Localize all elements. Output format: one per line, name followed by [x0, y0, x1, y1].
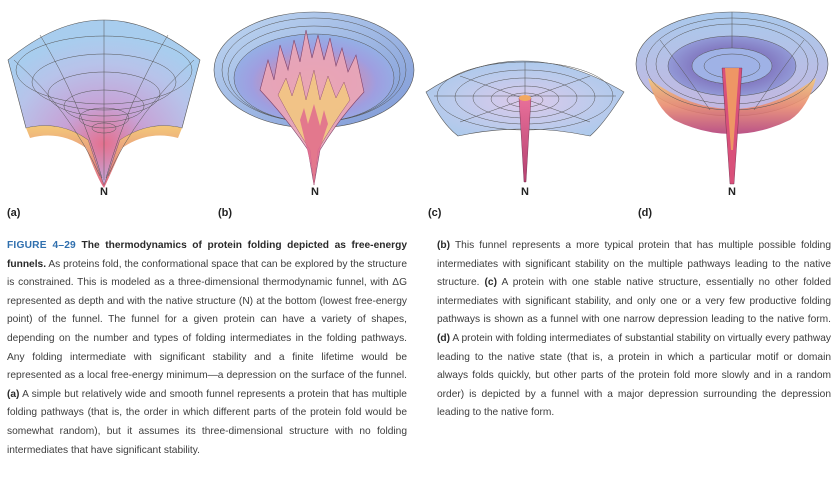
panel-letter-b: (b) [218, 207, 233, 219]
caption-text-c: A protein with one stable native structu… [437, 277, 831, 326]
caption-label-d: (d) [437, 332, 451, 344]
funnel-c-graphic [425, 60, 625, 183]
caption-text-d: A protein with folding intermediates of … [437, 332, 831, 419]
panel-letter-a: (a) [7, 207, 21, 219]
figure-funnels: N (a) [0, 0, 833, 222]
panel-b: N (b) [208, 0, 420, 222]
native-state-label-d: N [728, 186, 736, 198]
panel-c: N (c) [420, 0, 630, 222]
caption-column-left: FIGURE 4–29 The thermodynamics of protei… [7, 237, 407, 460]
native-state-label-c: N [521, 186, 529, 198]
caption-intro: As proteins fold, the conformational spa… [7, 258, 407, 382]
native-state-label-a: N [100, 186, 108, 198]
funnel-a-graphic [7, 19, 201, 188]
caption-text-b: This funnel represents a more typical pr… [437, 240, 831, 289]
figure-number: FIGURE 4–29 [7, 240, 76, 251]
funnel-b-graphic [213, 11, 415, 186]
caption-text-a: A simple but relatively wide and smooth … [7, 388, 407, 456]
caption-column-right: (b) This funnel represents a more typica… [437, 237, 831, 423]
panel-letter-d: (d) [638, 207, 653, 219]
panel-d: N (d) [630, 0, 833, 222]
caption-label-b: (b) [437, 240, 451, 251]
funnel-d-graphic [635, 11, 829, 185]
native-state-label-b: N [311, 186, 319, 198]
caption-label-a: (a) [7, 388, 20, 400]
panel-a: N (a) [0, 0, 208, 222]
panel-letter-c: (c) [428, 207, 442, 219]
figure-title: The thermodynamics of protein folding de… [7, 240, 407, 270]
caption-label-c: (c) [484, 277, 497, 289]
